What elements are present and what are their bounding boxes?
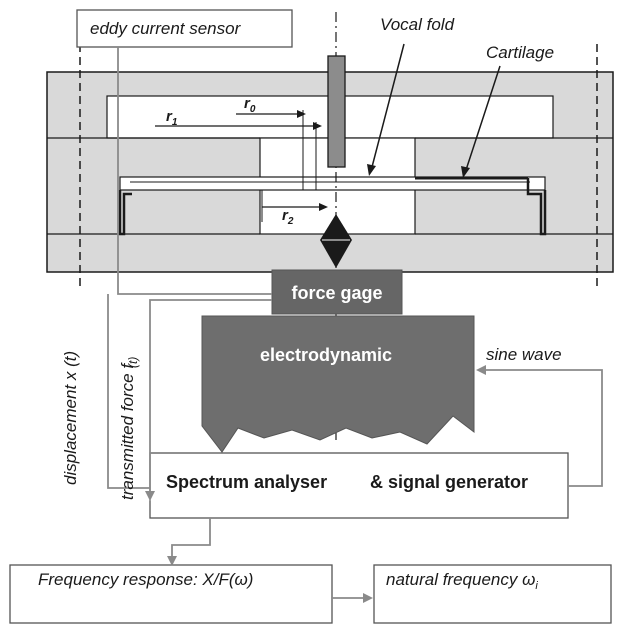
signal-wires	[107, 47, 603, 599]
displacement-label: displacement x (t)	[61, 351, 80, 485]
r1-label-sub: 1	[172, 117, 178, 128]
r0-label-sub: 0	[250, 104, 256, 115]
r2-label: r2	[282, 207, 294, 227]
left-clamp	[118, 190, 132, 236]
force-arrowhead	[145, 491, 155, 501]
sine-arrowhead	[476, 365, 486, 375]
vibration-double-arrow	[320, 214, 352, 268]
natural-frequency-sub: i	[535, 580, 538, 592]
force-wire	[149, 299, 272, 495]
result-arrowhead	[363, 593, 373, 603]
r1-label: r1	[166, 108, 178, 128]
displacement-wire	[117, 47, 272, 295]
output-wire	[171, 518, 211, 562]
vocal-fold-pointer	[371, 43, 405, 168]
eddy-sensor-box	[76, 9, 293, 48]
vocal-fold-pointer-head	[367, 164, 376, 176]
cartilage-pointer	[465, 65, 501, 171]
cartilage-pointer-head	[461, 166, 470, 178]
r0-arrowhead	[297, 110, 306, 118]
electrodynamic-label: electrodynamic	[260, 345, 392, 365]
sine-wave-label: sine wave	[486, 345, 562, 364]
r1-label-main: r	[166, 108, 173, 125]
transmitted-force-main: transmitted force f	[118, 362, 137, 500]
eddy-current-sensor-label: eddy current sensor	[90, 19, 242, 38]
r1-arrowhead	[313, 122, 322, 130]
radius-markers	[155, 110, 328, 222]
r2-arrowhead	[319, 203, 328, 211]
cartilage-label: Cartilage	[486, 43, 554, 62]
r0-label-main: r	[244, 95, 251, 112]
r2-label-sub: 2	[287, 216, 294, 227]
sensor-rod	[327, 55, 346, 168]
natural-frequency-main: natural frequency ω	[386, 570, 535, 589]
signal-generator-label: & signal generator	[370, 472, 528, 492]
spectrum-analyser-label: Spectrum analyser	[166, 472, 327, 492]
frequency-response-label: Frequency response: X/F(ω)	[38, 570, 253, 589]
r0-label: r0	[244, 95, 256, 115]
force-gage	[271, 269, 403, 315]
force-gage-label: force gage	[291, 283, 382, 303]
vocal-fold-label: Vocal fold	[380, 15, 455, 34]
displacement-wire-down	[107, 294, 150, 489]
natural-frequency-box	[373, 564, 612, 624]
fold-channel	[119, 176, 546, 191]
transmitted-force-label: transmitted force f(t)	[118, 357, 140, 500]
output-arrowhead	[167, 556, 177, 566]
frequency-response-box	[9, 564, 333, 624]
sine-wave-wire	[482, 369, 603, 487]
r2-label-main: r	[282, 207, 289, 224]
transmitted-force-suffix: (t)	[126, 357, 140, 368]
spectrum-analyser-box	[149, 452, 569, 519]
natural-frequency-label: natural frequency ωi	[386, 570, 538, 592]
right-clamp	[526, 178, 547, 236]
electrodynamic-shaker	[201, 315, 475, 453]
